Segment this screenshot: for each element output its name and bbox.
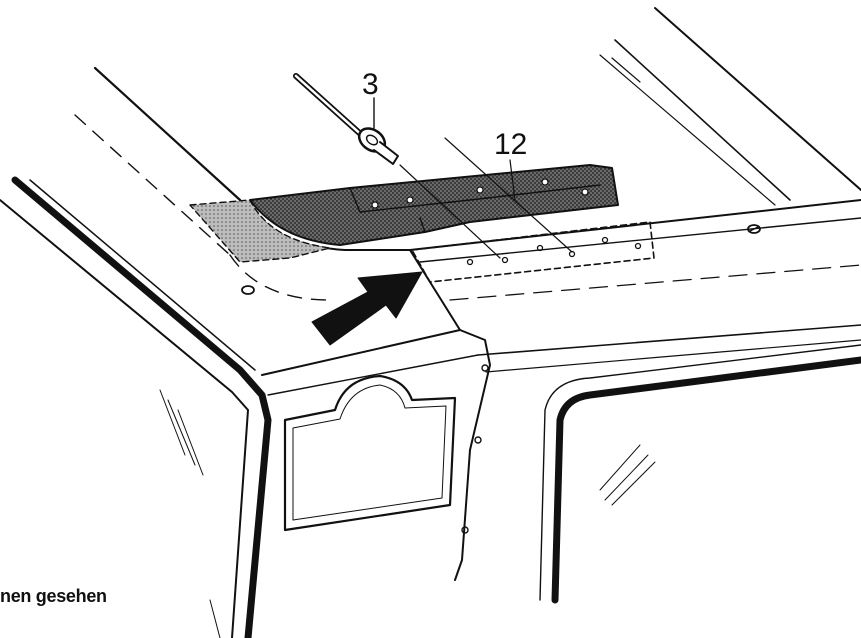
left-window-frame (0, 176, 272, 638)
roof-screws (241, 224, 761, 295)
side-panel-cutout (283, 374, 457, 532)
roof-left-edge (74, 66, 411, 301)
mounting-plate-dashed (411, 221, 655, 283)
right-window (539, 344, 861, 604)
callout-part-3: 3 (362, 68, 379, 101)
leader-lines (399, 137, 573, 259)
view-caption: nen gesehen (0, 586, 107, 606)
corner-pillar (261, 249, 861, 581)
bracket-part-12 (249, 164, 619, 246)
rivet-part-3 (293, 73, 399, 165)
direction-arrow (311, 271, 423, 346)
callout-part-12: 12 (494, 128, 528, 161)
roof-panel-lines (599, 7, 861, 206)
seal-dashed-area (189, 199, 331, 263)
